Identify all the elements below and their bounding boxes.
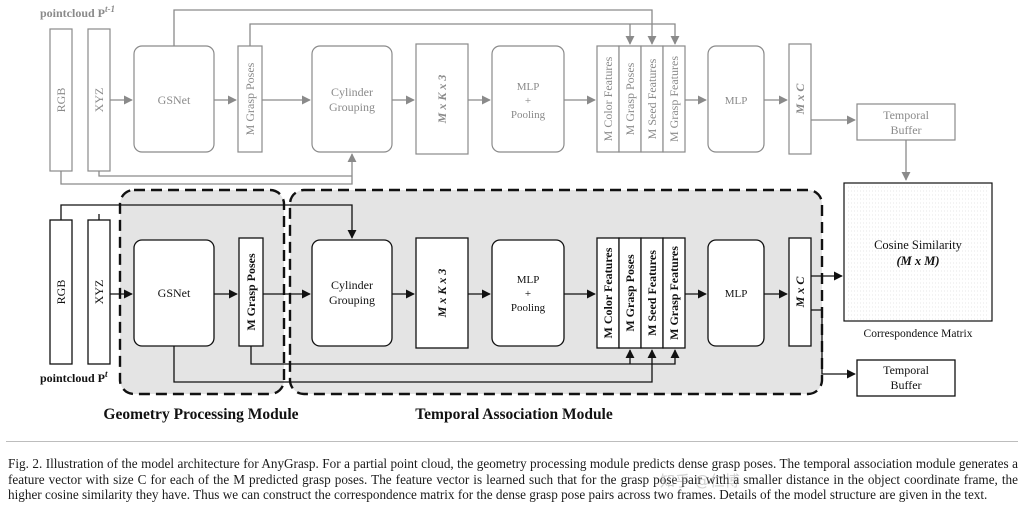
geometry-module-title: Geometry Processing Module [103,406,298,423]
bottom-cylinder-box [311,239,393,347]
architecture-diagram: pointcloud Pt-1 RGB XYZ GSNet M Grasp Po… [40,4,993,423]
top-cylinder-box [311,45,393,153]
top-mlp-box [707,45,765,153]
top-xyz-label: XYZ [92,88,106,113]
matrix-texture [848,186,988,320]
bottom-gsnet-label: GSNet [158,286,191,300]
bottom-mlp-pool-label-2: + [525,288,531,300]
bottom-mkx3-box [415,237,469,349]
bottom-temporal-label-1: Temporal [883,363,929,377]
bottom-mlp-pool-box [491,239,565,347]
top-mlp-pool-box [491,45,565,153]
top-temporal-buffer-box [856,103,956,141]
watermark: 知乎 @仁博 [660,472,740,490]
bottom-mkx3-label: M x K x 3 [435,269,449,319]
bottom-mxc-box [788,237,812,347]
cosine-label-2: (M x M) [896,254,939,268]
bottom-color-features-label: M Color Features [601,247,615,338]
bottom-temporal-label-2: Buffer [890,378,921,392]
top-gsnet-label: GSNet [158,93,191,107]
bottom-mlp-pool-label-1: MLP [517,274,540,286]
top-grasp-poses-label: M Grasp Poses [243,62,257,135]
top-grasp-features-box [662,45,686,153]
cosine-matrix-box [843,182,993,322]
bottom-grasp-poses-box [238,237,264,347]
bottom-grasp-features-box [662,237,686,349]
top-pointcloud-label: pointcloud Pt-1 [40,4,115,20]
top-grasp-poses2-label: M Grasp Poses [623,62,637,135]
top-mlp-pool-label-3: Pooling [511,109,546,121]
bottom-mlp-box [707,239,765,347]
top-rgb-label: RGB [54,88,68,113]
top-grasp-poses-box [237,45,263,153]
top-mxc-box [788,43,812,155]
top-mlp-label: MLP [725,95,748,107]
bottom-grasp-poses2-label: M Grasp Poses [623,254,637,332]
top-temporal-label-2: Buffer [890,123,921,137]
bottom-cylinder-label-2: Grouping [329,293,375,307]
top-cylinder-label-1: Cylinder [331,85,373,99]
temporal-module-title: Temporal Association Module [415,406,613,423]
bottom-xyz-label: XYZ [92,280,106,305]
bottom-temporal-buffer-box [856,359,956,397]
bottom-cylinder-label-1: Cylinder [331,278,373,292]
top-mkx3-label: M x K x 3 [435,75,449,125]
top-grasp-features-label: M Grasp Features [667,56,681,142]
top-color-features-label: M Color Features [601,56,615,141]
top-mxc-label: M x C [793,83,807,116]
bottom-mxc-label: M x C [793,276,807,309]
caption-divider [6,441,1018,442]
bottom-seed-features-label: M Seed Features [645,250,659,336]
top-mlp-pool-label-2: + [525,95,531,107]
top-seed-features-label: M Seed Features [645,58,659,139]
cosine-label-1: Cosine Similarity [874,238,963,252]
bottom-pointcloud-label: pointcloud Pt [40,369,108,385]
bottom-mlp-label: MLP [725,288,748,300]
bottom-mlp-pool-label-3: Pooling [511,302,546,314]
top-temporal-label-1: Temporal [883,108,929,122]
bottom-rgb-label: RGB [54,280,68,305]
bottom-grasp-poses-label: M Grasp Poses [244,253,258,331]
top-mkx3-box [415,43,469,155]
bottom-grasp-features-label: M Grasp Features [667,246,681,340]
figure-caption: Fig. 2. Illustration of the model archit… [8,456,1018,503]
top-cylinder-label-2: Grouping [329,100,375,114]
top-mlp-pool-label-1: MLP [517,81,540,93]
correspondence-matrix-label: Correspondence Matrix [864,328,973,340]
